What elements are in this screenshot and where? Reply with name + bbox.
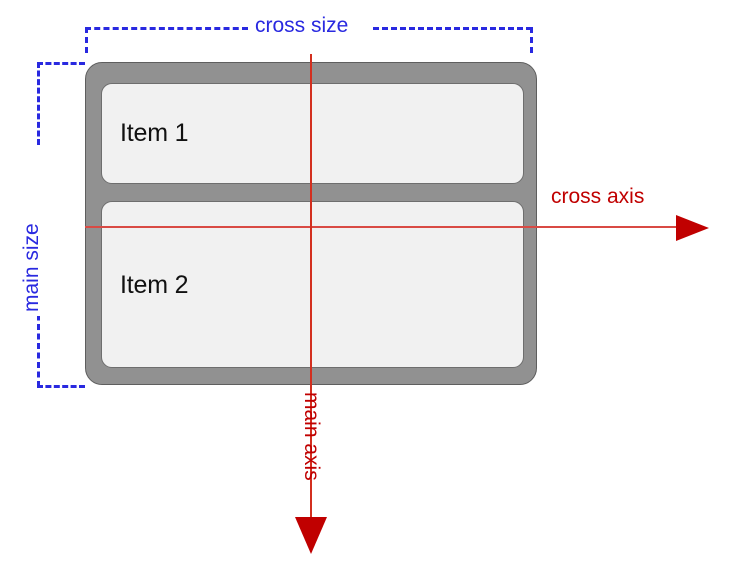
cross-size-bracket-tick-left <box>85 27 88 53</box>
flex-item-1-label: Item 1 <box>120 119 189 147</box>
cross-size-bracket-line-left <box>85 27 248 30</box>
cross-axis-line <box>85 226 680 228</box>
cross-size-bracket-tick-right <box>530 27 533 53</box>
cross-axis-label: cross axis <box>551 185 645 208</box>
main-size-bracket-line-top <box>37 62 85 65</box>
main-axis-line <box>310 54 312 522</box>
flex-item-2: Item 2 <box>101 201 524 368</box>
main-axis-arrowhead-icon <box>295 517 327 554</box>
main-axis-label: main axis <box>300 392 323 481</box>
cross-size-bracket-line-right <box>373 27 532 30</box>
main-size-bracket-line-bottom <box>37 385 85 388</box>
main-size-bracket-tick-bottom <box>37 305 40 387</box>
flex-item-2-label: Item 2 <box>120 271 189 299</box>
cross-axis-arrowhead-icon <box>676 215 709 241</box>
cross-size-label: cross size <box>248 14 356 38</box>
flex-item-1: Item 1 <box>101 83 524 184</box>
main-size-bracket-tick-top <box>37 62 40 145</box>
main-size-label: main size <box>20 219 44 316</box>
